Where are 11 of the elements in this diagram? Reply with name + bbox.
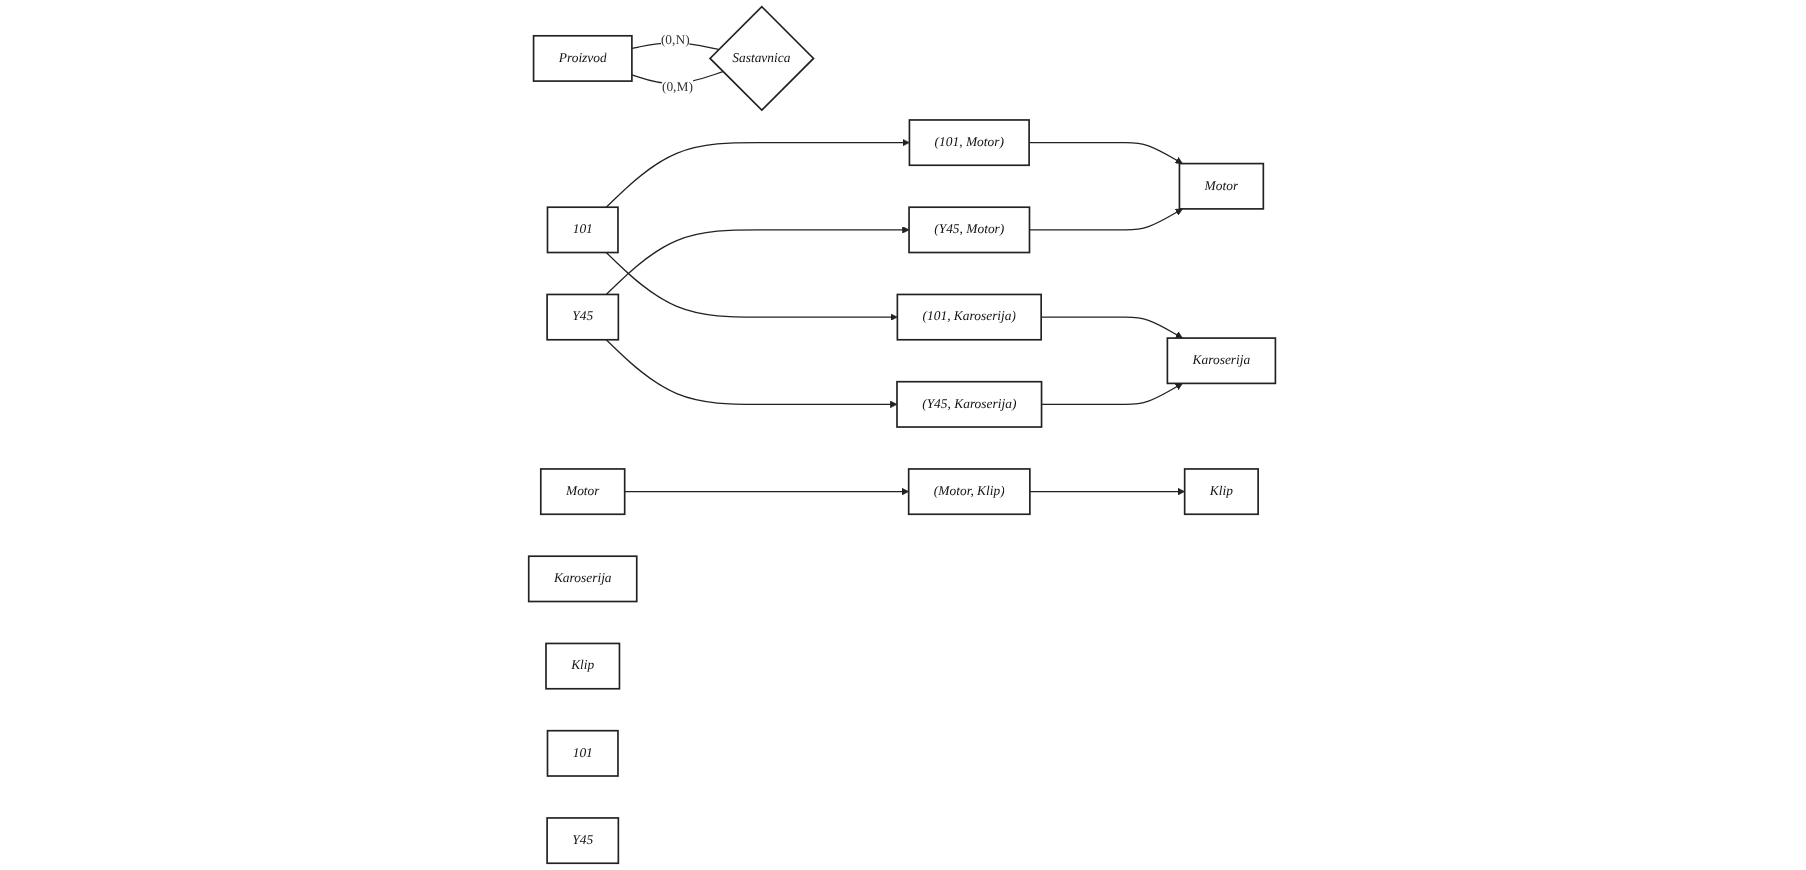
arrow	[1041, 383, 1184, 405]
connector	[632, 71, 725, 85]
arrow	[606, 339, 899, 409]
arrow	[1041, 316, 1184, 339]
arrow	[606, 226, 911, 296]
arrow	[1030, 487, 1186, 496]
arrow	[606, 251, 899, 321]
arrow	[1029, 208, 1184, 231]
arrow	[1029, 142, 1184, 164]
arrow	[606, 138, 911, 208]
arrow	[625, 487, 910, 496]
